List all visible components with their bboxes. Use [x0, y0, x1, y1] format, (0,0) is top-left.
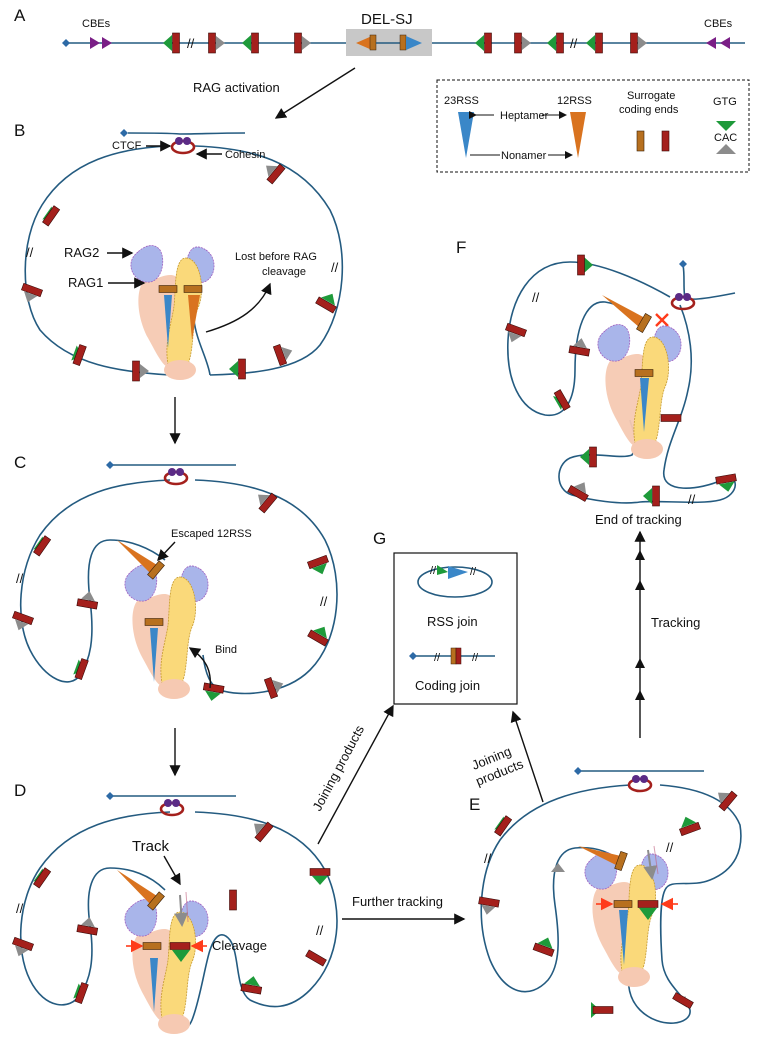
lost-label-2: cleavage [262, 266, 306, 278]
legend-12rss: 12RSS [557, 95, 592, 107]
rag-activation-label: RAG activation [193, 80, 280, 95]
svg-text://: // [470, 566, 477, 578]
svg-text://: // [472, 652, 479, 664]
svg-text://: // [484, 851, 492, 866]
legend-cac: CAC [714, 132, 737, 144]
svg-text://: // [430, 565, 437, 577]
panel-b-label: B [14, 121, 25, 140]
escaped-12rss-label: Escaped 12RSS [171, 528, 252, 540]
svg-text://: // [434, 652, 441, 664]
panel-e-label: E [469, 795, 480, 814]
legend-heptamer: Heptamer [500, 110, 549, 122]
legend-box [436, 79, 750, 173]
coding-join-label: Coding join [415, 678, 480, 693]
panel-c-label: C [14, 453, 26, 472]
rag2-label: RAG2 [64, 245, 99, 260]
panel-d-label: D [14, 781, 26, 800]
ctcf-label: CTCF [112, 140, 142, 152]
panel-e-loop: // // [478, 767, 742, 1024]
rag1-label: RAG1 [68, 275, 103, 290]
panel-g-box: // // // // [393, 552, 518, 705]
panel-b-loop: // // [20, 129, 344, 382]
tracking-label: Tracking [651, 615, 700, 630]
svg-text://: // [331, 260, 339, 275]
panel-a-locus: // // [62, 29, 745, 56]
rss-join-label: RSS join [427, 614, 478, 629]
legend-surrogate-1: Surrogate [627, 90, 675, 102]
svg-text://: // [570, 36, 578, 51]
end-of-tracking-label: End of tracking [595, 512, 682, 527]
svg-text://: // [666, 840, 674, 855]
del-sj-label: DEL-SJ [361, 11, 413, 28]
cbes-right-label: CBEs [704, 18, 733, 30]
legend-surrogate-2: coding ends [619, 104, 679, 116]
svg-text://: // [26, 245, 34, 260]
svg-text://: // [316, 923, 324, 938]
bind-label: Bind [215, 644, 237, 656]
panel-a-label: A [14, 6, 26, 25]
panel-f-label: F [456, 238, 466, 257]
panel-d-loop: // // [11, 792, 338, 1035]
legend-nonamer: Nonamer [501, 150, 547, 162]
svg-text://: // [320, 594, 328, 609]
panel-g-label: G [373, 529, 386, 548]
legend-23rss: 23RSS [444, 95, 479, 107]
cbes-left-label: CBEs [82, 18, 111, 30]
svg-text://: // [16, 571, 24, 586]
svg-text://: // [688, 492, 696, 507]
svg-text://: // [187, 36, 195, 51]
svg-text://: // [16, 901, 24, 916]
lost-label-1: Lost before RAG [235, 251, 317, 263]
cleavage-label: Cleavage [212, 938, 267, 953]
track-label: Track [132, 838, 169, 855]
svg-text://: // [532, 290, 540, 305]
panel-c-loop: // // [11, 461, 338, 703]
legend-gtg: GTG [713, 96, 737, 108]
further-tracking-label: Further tracking [352, 894, 443, 909]
cohesin-label: Cohesin [225, 149, 265, 161]
panel-f-loop: // // [504, 254, 737, 507]
